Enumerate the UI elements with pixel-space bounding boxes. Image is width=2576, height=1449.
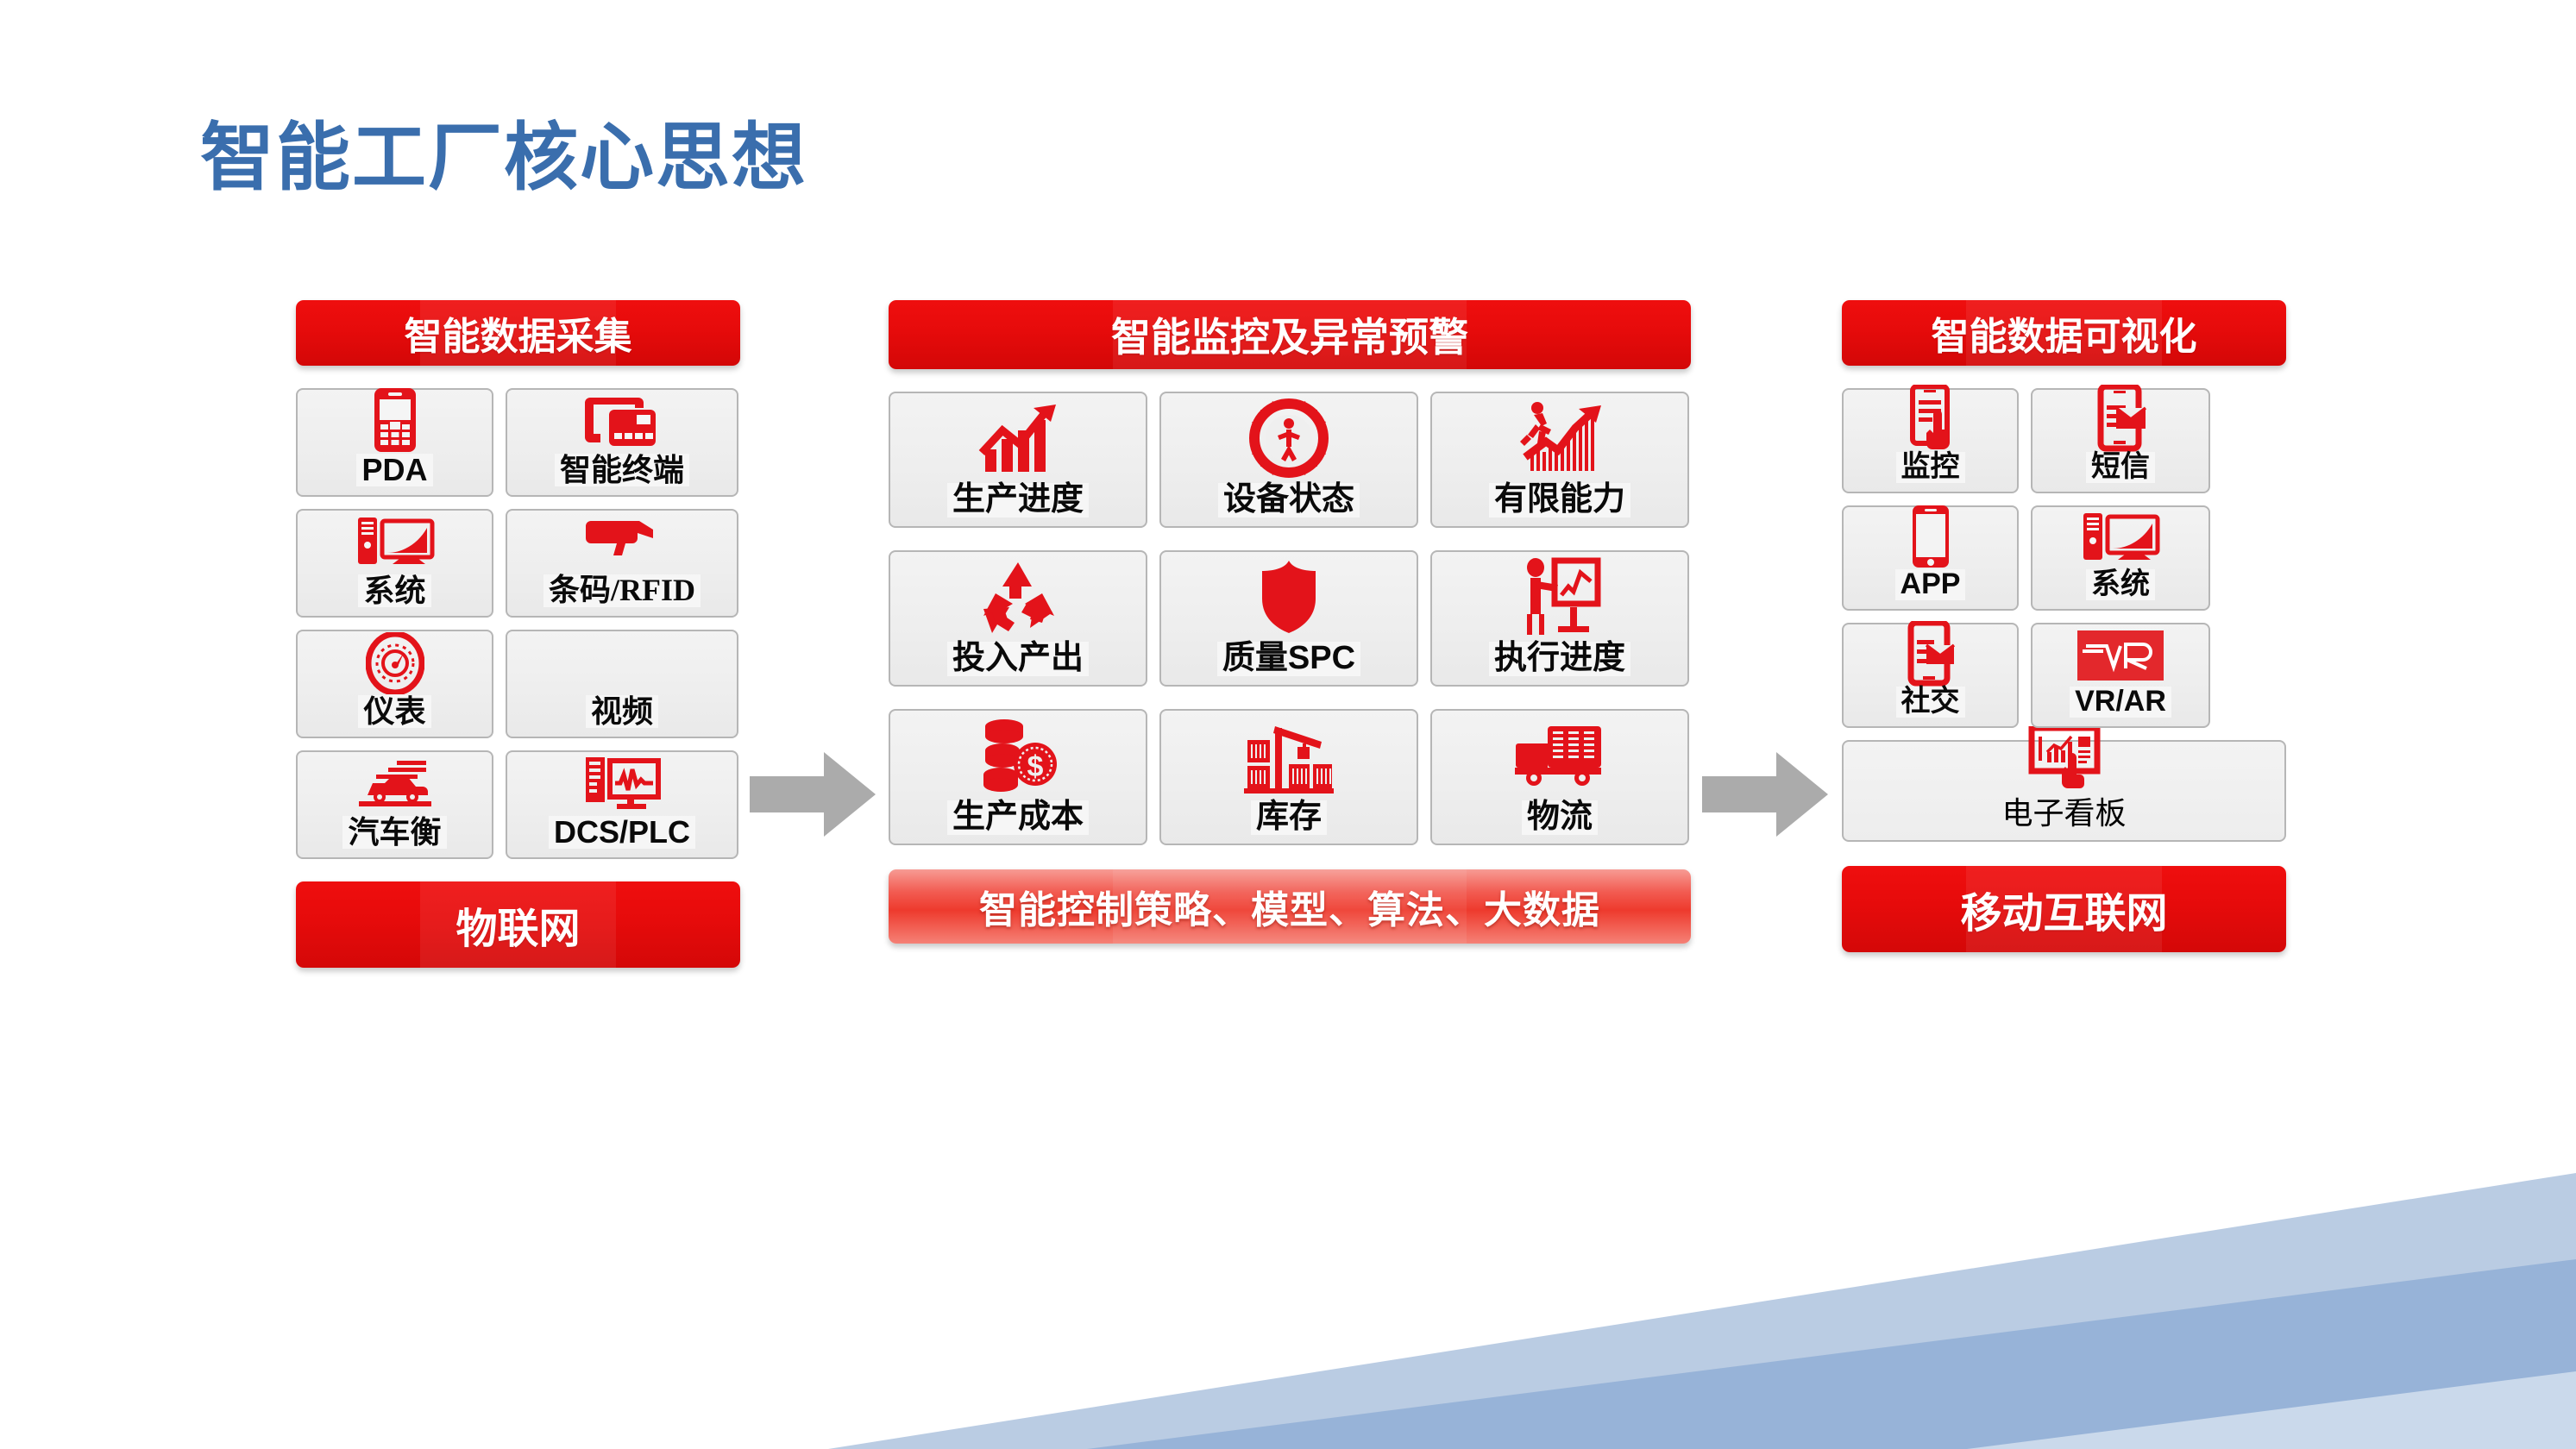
monitor-waveform-icon xyxy=(507,752,737,816)
column-header-banner-right: 智能数据可视化 xyxy=(1842,300,2286,366)
card-label: VR/AR xyxy=(2070,687,2171,718)
card-label: 生产进度 xyxy=(946,482,1089,518)
card-label: 设备状态 xyxy=(1217,482,1360,518)
card-label: 视频 xyxy=(585,695,658,728)
runner-growth-chart-icon xyxy=(1432,393,1687,483)
column-footer-banner-left: 物联网 xyxy=(296,881,740,968)
card-finite-capacity[interactable]: 有限能力 xyxy=(1430,392,1689,528)
column-footer-banner-right: 移动互联网 xyxy=(1842,866,2286,952)
bar-chart-up-arrow-icon xyxy=(890,393,1146,483)
card-quality-spc[interactable]: 质量SPC xyxy=(1159,550,1418,687)
column-footer-banner-middle: 智能控制策略、模型、算法、大数据 xyxy=(889,869,1691,944)
card-barcode-rfid[interactable]: 条码/RFID xyxy=(506,509,738,618)
card-label: 有限能力 xyxy=(1488,482,1630,518)
page-title: 智能工厂核心思想 xyxy=(200,116,807,199)
card-video[interactable]: 视频 xyxy=(506,630,738,738)
card-grid-right: 监控 xyxy=(1842,385,2286,728)
mobile-phone-icon xyxy=(298,386,492,454)
shield-icon xyxy=(1161,552,1417,642)
card-reader-icon xyxy=(507,390,737,454)
card-logistics[interactable]: 物流 xyxy=(1430,709,1689,845)
card-pda[interactable]: PDA xyxy=(296,388,493,497)
card-vr-ar[interactable]: VR/AR xyxy=(2031,623,2210,728)
card-execution-progress[interactable]: 执行进度 xyxy=(1430,550,1689,687)
smartphone-icon xyxy=(1844,504,2017,569)
column-footer-label-right: 移动互联网 xyxy=(1960,891,2168,937)
card-label: 智能终端 xyxy=(554,454,689,486)
svg-text:$: $ xyxy=(1027,750,1044,783)
card-grid-left: PDA 智能终端 xyxy=(296,388,740,859)
desktop-computer-icon xyxy=(2033,507,2208,569)
card-label: 仪表 xyxy=(358,695,431,728)
card-label: 监控 xyxy=(1895,452,1965,483)
card-system-left[interactable]: 系统 xyxy=(296,509,493,618)
card-label: DCS/PLC xyxy=(548,816,695,849)
card-equipment-status[interactable]: 设备状态 xyxy=(1159,392,1418,528)
card-label: 执行进度 xyxy=(1488,641,1630,676)
recycle-icon xyxy=(890,552,1146,642)
card-label: 投入产出 xyxy=(946,641,1089,676)
vr-badge-icon xyxy=(2033,624,2208,687)
card-monitoring[interactable]: 监控 xyxy=(1842,385,2019,493)
phone-hand-tap-icon xyxy=(1844,385,2017,452)
card-grid-middle-row-3: $ 生产成本 xyxy=(889,709,1691,845)
car-scale-icon xyxy=(298,752,492,816)
card-label: APP xyxy=(1894,569,1966,600)
card-sms[interactable]: 短信 xyxy=(2031,385,2210,493)
column-data-visualization: 智能数据可视化 监控 xyxy=(1842,300,2286,952)
card-label: 系统 xyxy=(2086,569,2155,600)
wedge-back xyxy=(828,1173,2576,1449)
card-label: 生产成本 xyxy=(946,800,1089,835)
card-social[interactable]: 社交 xyxy=(1842,621,2019,728)
card-system-right[interactable]: 系统 xyxy=(2031,505,2210,611)
card-label: 条码/RFID xyxy=(543,574,701,607)
wedge-front xyxy=(1087,1259,2576,1449)
crane-warehouse-icon xyxy=(1161,711,1417,800)
delivery-truck-icon xyxy=(1432,711,1687,800)
card-production-progress[interactable]: 生产进度 xyxy=(889,392,1147,528)
barcode-scanner-icon xyxy=(507,511,737,574)
wedge-light xyxy=(1967,1371,2576,1449)
column-header-label-right: 智能数据可视化 xyxy=(1931,316,2197,358)
card-label: 社交 xyxy=(1895,687,1965,718)
card-label: 汽车衡 xyxy=(342,816,447,849)
column-monitoring-alert: 智能监控及异常预警 生产进度 xyxy=(889,300,1691,944)
column-header-banner-left: 智能数据采集 xyxy=(296,300,740,366)
card-grid-middle-row-2: 投入产出 质量SPC xyxy=(889,550,1691,687)
phone-message-icon xyxy=(1844,621,2017,687)
column-footer-label-left: 物联网 xyxy=(456,906,581,952)
card-label: 系统 xyxy=(358,574,431,607)
card-production-cost[interactable]: $ 生产成本 xyxy=(889,709,1147,845)
empty-icon-slot xyxy=(507,631,737,695)
card-label: 短信 xyxy=(2086,452,2155,483)
column-data-acquisition: 智能数据采集 PDA xyxy=(296,300,740,968)
column-header-label-middle: 智能监控及异常预警 xyxy=(1111,315,1468,360)
card-label: 库存 xyxy=(1250,800,1327,835)
card-label: 电子看板 xyxy=(2001,795,2127,831)
card-truck-scale[interactable]: 汽车衡 xyxy=(296,750,493,859)
gear-person-icon xyxy=(1161,393,1417,483)
card-grid-middle-row-1: 生产进度 xyxy=(889,392,1691,528)
card-dcs-plc[interactable]: DCS/PLC xyxy=(506,750,738,859)
column-header-label-left: 智能数据采集 xyxy=(404,316,632,358)
card-label: PDA xyxy=(356,454,433,486)
gauge-meter-icon xyxy=(298,631,492,695)
card-label: 质量SPC xyxy=(1216,641,1361,676)
desktop-computer-icon xyxy=(298,511,492,574)
card-input-output[interactable]: 投入产出 xyxy=(889,550,1147,687)
card-instrument[interactable]: 仪表 xyxy=(296,630,493,738)
flow-arrow-2 xyxy=(1702,747,1830,842)
coins-money-icon: $ xyxy=(890,711,1146,800)
flow-arrow-1 xyxy=(750,747,877,842)
card-smart-terminal[interactable]: 智能终端 xyxy=(506,388,738,497)
phone-envelope-icon xyxy=(2033,385,2208,452)
card-label: 物流 xyxy=(1521,800,1598,835)
card-inventory[interactable]: 库存 xyxy=(1159,709,1418,845)
card-electronic-kanban[interactable]: 电子看板 xyxy=(1842,726,2286,842)
dashboard-hand-icon xyxy=(2018,726,2111,788)
column-footer-label-middle: 智能控制策略、模型、算法、大数据 xyxy=(979,889,1600,932)
column-header-banner-middle: 智能监控及异常预警 xyxy=(889,300,1691,369)
card-app[interactable]: APP xyxy=(1842,505,2019,611)
presenter-board-icon xyxy=(1432,552,1687,642)
